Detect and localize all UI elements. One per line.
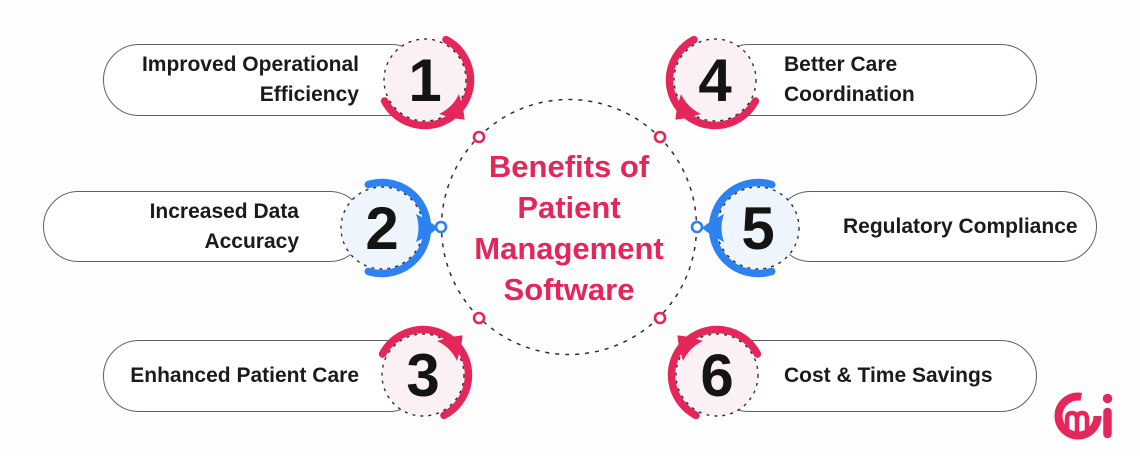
badge-number: 1 [408,46,442,114]
title-line: Patient [517,190,621,225]
badge-number: 5 [741,194,775,262]
benefit-label: Regulatory Compliance [843,214,1078,238]
connector-ring-2 [434,220,448,234]
badge-dashed-circle-icon [383,38,467,122]
benefit-label: Cost & Time Savings [784,364,993,387]
badge-dashed-circle-icon [673,38,757,122]
benefit-pill-6: Cost & Time Savings [713,340,1037,412]
diagram-title: Benefits of Patient Management Software [441,146,697,310]
number-badge-6: 6 [657,315,777,435]
benefit-label: Increased Data [149,199,299,223]
badge-number: 6 [700,341,734,409]
title-line: Management [474,231,664,266]
benefit-label: Accuracy [204,229,299,253]
connector-ring-6 [653,311,667,325]
badge-arc-icon [378,325,473,420]
number-badge-2: 2 [322,168,442,288]
cmi-brand-logo-icon [1054,392,1113,440]
badge-arc-icon [380,35,475,130]
title-line: Software [503,272,635,307]
number-badge-4: 4 [655,20,775,140]
connector-ring-1 [472,130,486,144]
number-badge-3: 3 [363,315,483,435]
benefit-pill-1: Improved Operational Efficiency [103,44,427,116]
connector-ring-3 [472,311,486,325]
number-badge-1: 1 [365,20,485,140]
benefit-label: Efficiency [259,83,359,106]
benefit-label: Better Care [784,53,898,76]
connector-ring-4 [653,130,667,144]
badge-number: 4 [698,46,732,114]
badge-dashed-circle-icon [675,333,759,417]
badge-arc-icon [708,178,776,278]
badge-number: 3 [406,341,440,409]
badge-arc-icon [667,325,762,420]
number-badge-5: 5 [698,168,818,288]
benefit-pill-4: Better Care Coordination [713,44,1037,116]
badge-arc-icon [665,35,760,130]
badge-number: 2 [365,194,399,262]
benefit-label: Improved Operational [141,53,359,76]
title-line: Benefits of [488,149,650,184]
benefit-label: Enhanced Patient Care [130,364,359,387]
benefit-label: Coordination [784,83,915,106]
badge-dashed-circle-icon [381,333,465,417]
badge-arc-icon [364,178,432,278]
connector-ring-5 [690,220,704,234]
benefit-pill-2: Increased Data Accuracy [43,191,365,262]
benefit-pill-5: Regulatory Compliance [775,191,1097,262]
